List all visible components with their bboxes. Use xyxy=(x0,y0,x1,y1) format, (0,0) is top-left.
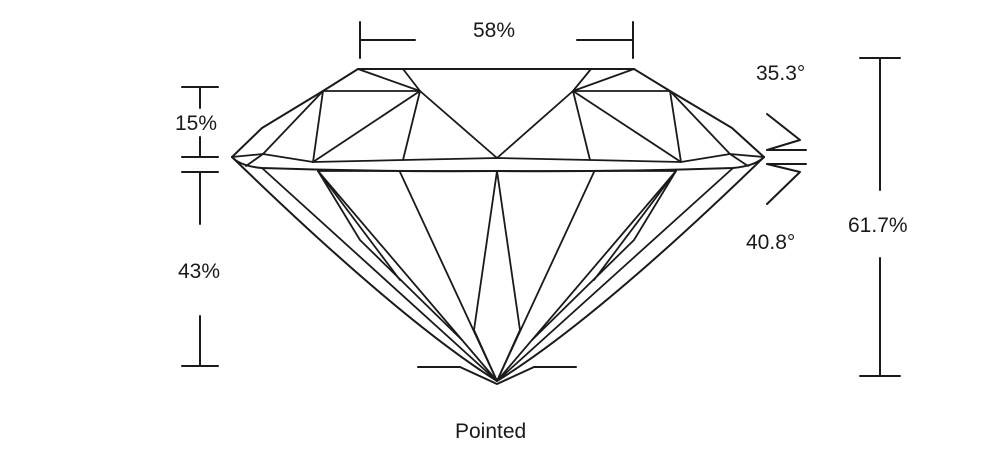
culet-label: Pointed xyxy=(455,420,527,443)
table-dimension-line xyxy=(359,21,634,59)
total-depth-label: 61.7% xyxy=(848,214,908,237)
total-depth-dimension-line xyxy=(859,57,901,377)
crown-height-dimension-line xyxy=(181,86,219,158)
crown-facets xyxy=(231,68,765,167)
pavilion-depth-dimension-line xyxy=(181,171,219,367)
pavilion-angle-label: 40.8° xyxy=(746,231,796,254)
diamond-outline xyxy=(231,68,765,382)
crown-angle-marker xyxy=(766,113,807,151)
crown-angle-label: 35.3° xyxy=(756,62,806,85)
pavilion-facets xyxy=(261,167,734,382)
crown-height-label: 15% xyxy=(175,112,218,135)
pavilion-angle-marker xyxy=(766,163,807,205)
table-percent-label: 58% xyxy=(473,19,516,42)
pavilion-depth-label: 43% xyxy=(178,260,221,283)
culet-marker xyxy=(417,366,577,385)
